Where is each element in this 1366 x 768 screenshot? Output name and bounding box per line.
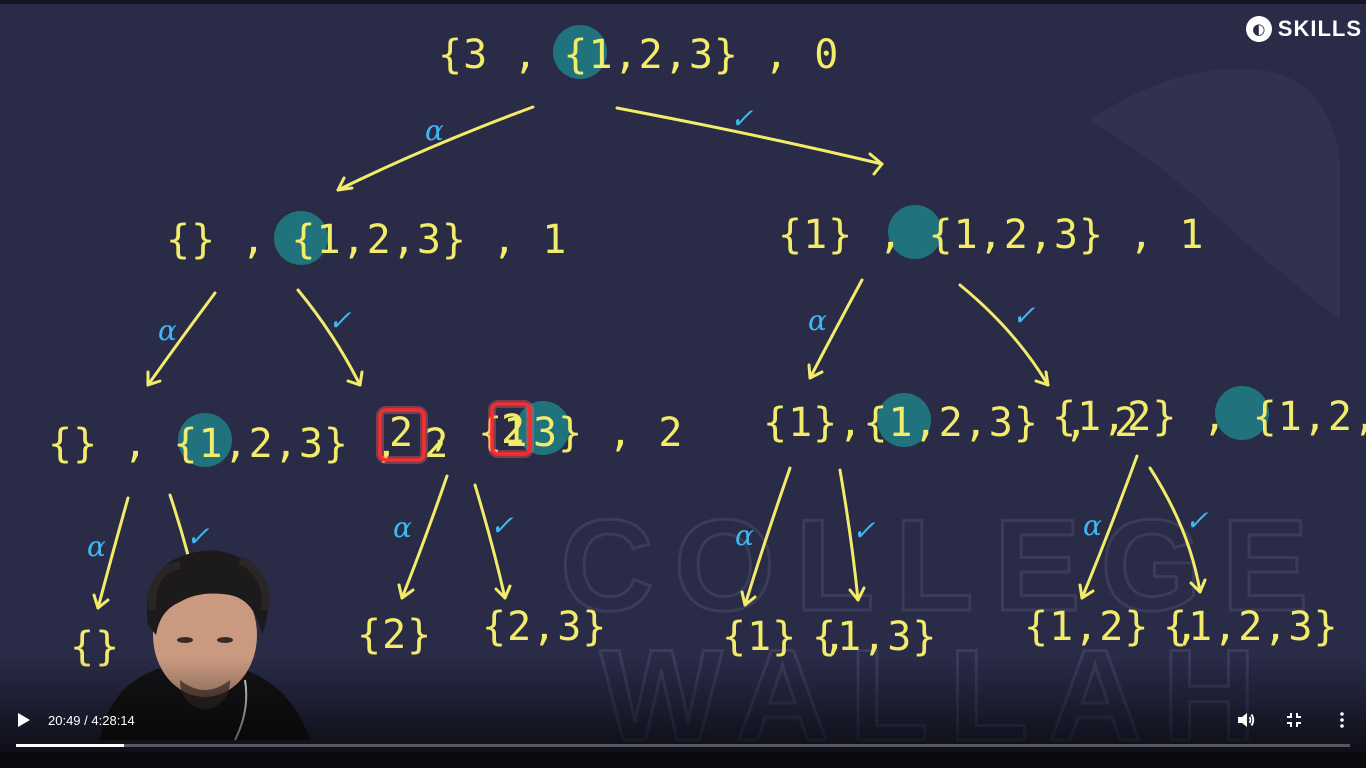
time-total: 4:28:14 bbox=[91, 712, 135, 728]
node-level2-b-box: 2 bbox=[501, 407, 526, 453]
node-level1-right: {1} , {1,2,3} , 1 bbox=[778, 212, 1204, 258]
mark-exclude: α bbox=[393, 511, 412, 544]
leaf-3: {2,3} bbox=[482, 604, 607, 650]
mark-exclude: α bbox=[425, 114, 444, 147]
brand-logo-icon: ◐ bbox=[1245, 16, 1272, 42]
mark-exclude: α bbox=[735, 519, 754, 552]
player-controls: 20:49 / 4:28:14 bbox=[0, 704, 1366, 736]
exit-fullscreen-icon bbox=[1287, 713, 1301, 727]
leaf-5: {1,3} bbox=[812, 614, 937, 660]
volume-button[interactable] bbox=[1230, 704, 1262, 736]
leaf-7: {1,2,3} bbox=[1163, 604, 1339, 650]
svg-text:COLLEGE: COLLEGE bbox=[560, 492, 1328, 638]
play-button[interactable] bbox=[8, 704, 40, 736]
red-highlight-boxes bbox=[376, 400, 534, 464]
mark-include: ✓ bbox=[852, 514, 876, 547]
top-edge bbox=[0, 0, 1366, 4]
leaf-6: {1,2} , bbox=[1024, 604, 1200, 650]
controls-gradient bbox=[0, 658, 1366, 768]
exit-fullscreen-button[interactable] bbox=[1278, 704, 1310, 736]
more-options-button[interactable] bbox=[1326, 704, 1358, 736]
mark-exclude: α bbox=[87, 530, 106, 563]
node-level2-b-mid: , {1 bbox=[428, 410, 528, 456]
node-level2-b-prefix: 2 bbox=[389, 410, 414, 456]
time-current: 20:49 bbox=[48, 712, 81, 728]
mark-include: ✓ bbox=[1012, 299, 1036, 332]
mark-include: ✓ bbox=[730, 102, 754, 135]
mark-exclude: α bbox=[158, 314, 177, 347]
node-level1-left: {} , {1,2,3} , 1 bbox=[166, 217, 567, 263]
node-root: {3 , {1,2,3} , 0 bbox=[438, 32, 839, 78]
node-level2-b-suffix: 3} , 2 bbox=[533, 410, 684, 456]
brand-name: SKILLS bbox=[1277, 16, 1362, 41]
time-display: 20:49 / 4:28:14 bbox=[48, 713, 135, 728]
leaf-4: {1} , bbox=[722, 614, 847, 660]
node-level2-d: {1,2} , {1,2,3} , 2 bbox=[1052, 394, 1366, 440]
mark-include: ✓ bbox=[328, 304, 352, 337]
edge-marks: α ✓ α ✓ α ✓ α ✓ α ✓ α ✓ α ✓ bbox=[87, 102, 1209, 563]
time-separator: / bbox=[80, 712, 92, 728]
node-level2-c: {1},{1,2,3} , 2 bbox=[763, 400, 1139, 446]
mark-exclude: α bbox=[1083, 509, 1102, 542]
leaf-2: {2} bbox=[357, 612, 432, 658]
volume-icon bbox=[1238, 713, 1255, 727]
mark-include: ✓ bbox=[186, 520, 210, 553]
mark-exclude: α bbox=[808, 304, 827, 337]
more-vert-icon bbox=[1340, 712, 1344, 728]
bottom-edge bbox=[0, 752, 1366, 768]
mark-include: ✓ bbox=[1185, 504, 1209, 537]
tree-edges bbox=[92, 105, 1207, 610]
progress-played bbox=[16, 744, 124, 747]
progress-bar[interactable] bbox=[16, 744, 1350, 747]
highlights bbox=[178, 25, 1269, 467]
mark-include: ✓ bbox=[490, 509, 514, 542]
brand-logo: ◐ SKILLS bbox=[1245, 16, 1362, 42]
play-icon bbox=[18, 713, 30, 727]
